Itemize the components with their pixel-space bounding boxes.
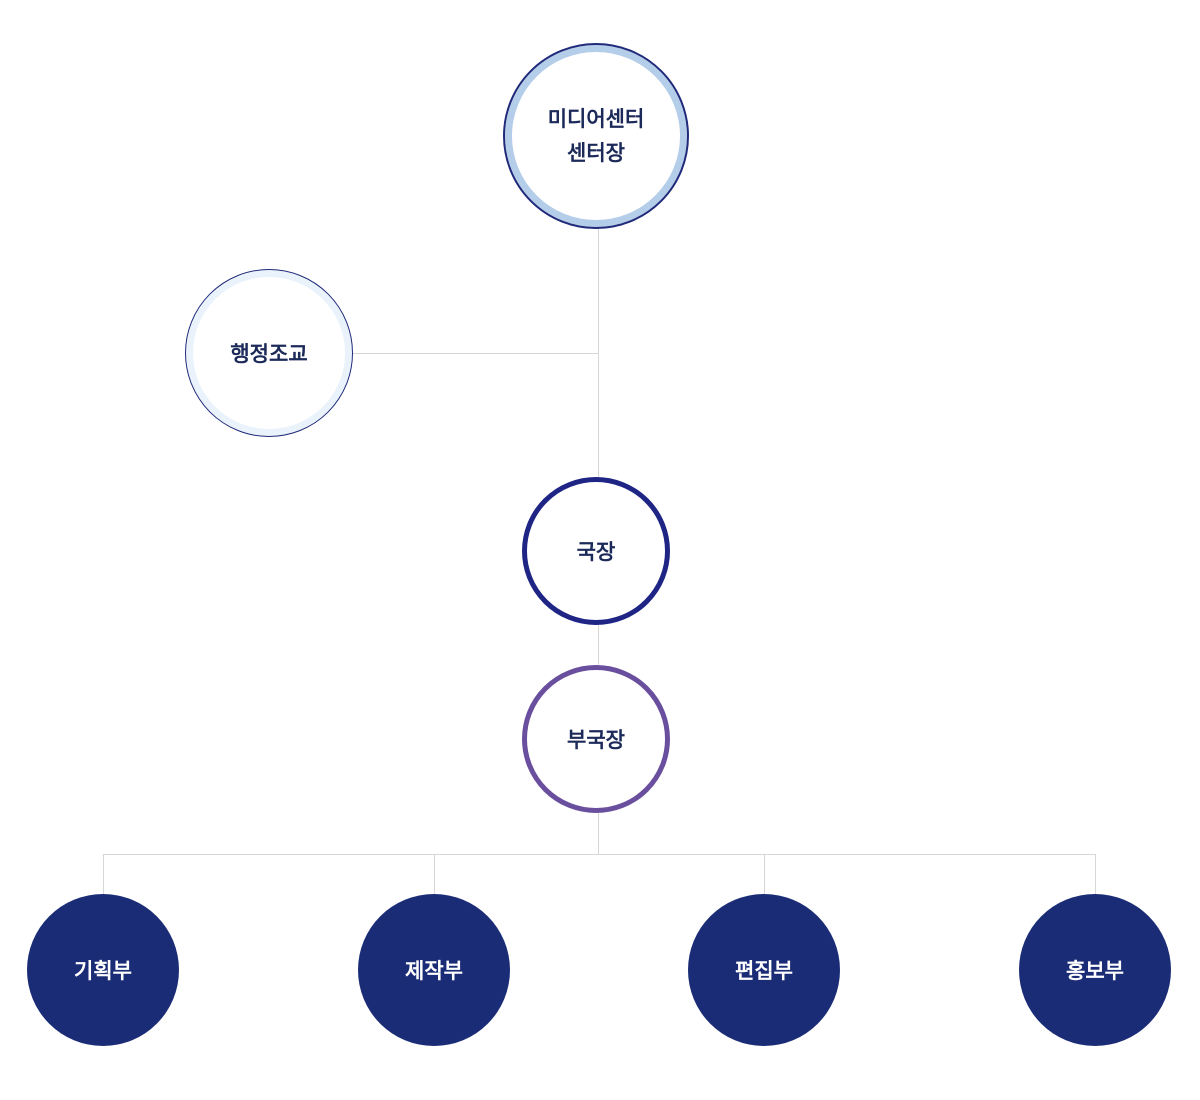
department-node-promotion: 홍보부 (1019, 894, 1171, 1046)
connector-department-2 (434, 854, 435, 894)
admin-staff-label: 행정조교 (230, 342, 308, 366)
connector-departments-horizontal (103, 854, 1096, 855)
deputy-chief-label: 부국장 (567, 728, 625, 752)
connector-department-3 (764, 854, 765, 894)
director-title-line2: 센터장 (567, 141, 625, 165)
connector-chief-to-deputy (598, 625, 599, 665)
department-label: 제작부 (405, 959, 463, 983)
department-node-planning: 기획부 (27, 894, 179, 1046)
director-node: 미디어센터 센터장 (503, 43, 689, 229)
connector-deputy-to-departments (598, 813, 599, 854)
department-label: 편집부 (735, 959, 793, 983)
department-node-editing: 편집부 (688, 894, 840, 1046)
chief-node: 국장 (522, 477, 670, 625)
department-label: 홍보부 (1066, 959, 1124, 983)
connector-department-1 (103, 854, 104, 894)
connector-director-to-chief (598, 229, 599, 477)
director-title-line1: 미디어센터 (547, 107, 645, 131)
department-node-production: 제작부 (358, 894, 510, 1046)
deputy-chief-node: 부국장 (522, 665, 670, 813)
connector-department-4 (1095, 854, 1096, 894)
connector-admin-branch (353, 353, 598, 354)
admin-staff-node: 행정조교 (185, 269, 353, 437)
department-label: 기획부 (74, 959, 132, 983)
chief-label: 국장 (576, 540, 616, 564)
